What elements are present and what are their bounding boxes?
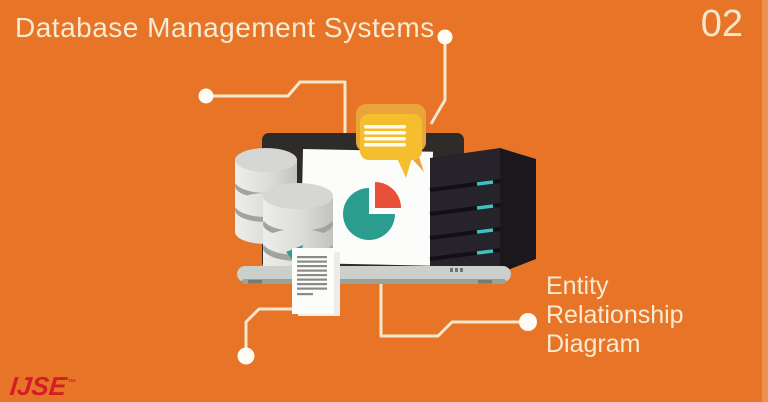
laptop-base bbox=[237, 266, 511, 284]
connector-dot-title bbox=[437, 29, 453, 45]
document-text-lines bbox=[297, 256, 327, 296]
chat-bubble-front-icon bbox=[360, 114, 422, 178]
logo-text: IJSE bbox=[8, 371, 69, 401]
server-led-lights bbox=[476, 180, 494, 255]
connector-line-left bbox=[198, 80, 347, 136]
connector-dot-document bbox=[237, 347, 255, 365]
logo-trademark: ™ bbox=[66, 377, 77, 388]
slide-number: 02 bbox=[700, 3, 743, 45]
callout-line-2: Relationship bbox=[546, 301, 684, 329]
ijse-logo: IJSE™ bbox=[8, 371, 77, 402]
callout-line-1: Entity bbox=[546, 272, 609, 300]
connector-dot-callout bbox=[519, 313, 537, 331]
document-icon bbox=[286, 245, 340, 316]
callout-label: Entity Relationship Diagram bbox=[546, 272, 684, 359]
pie-chart-icon bbox=[343, 182, 401, 240]
server-icon bbox=[429, 148, 536, 273]
connector-line-title bbox=[429, 29, 453, 125]
page-title: Database Management Systems bbox=[15, 12, 435, 43]
connector-line-document bbox=[237, 307, 293, 365]
bubble-text-lines bbox=[364, 125, 406, 147]
callout-line-3: Diagram bbox=[546, 330, 641, 358]
connector-line-callout bbox=[379, 284, 537, 338]
connector-dot-left bbox=[198, 88, 214, 104]
right-edge-stripe bbox=[762, 0, 768, 402]
vent-dots bbox=[450, 268, 463, 272]
